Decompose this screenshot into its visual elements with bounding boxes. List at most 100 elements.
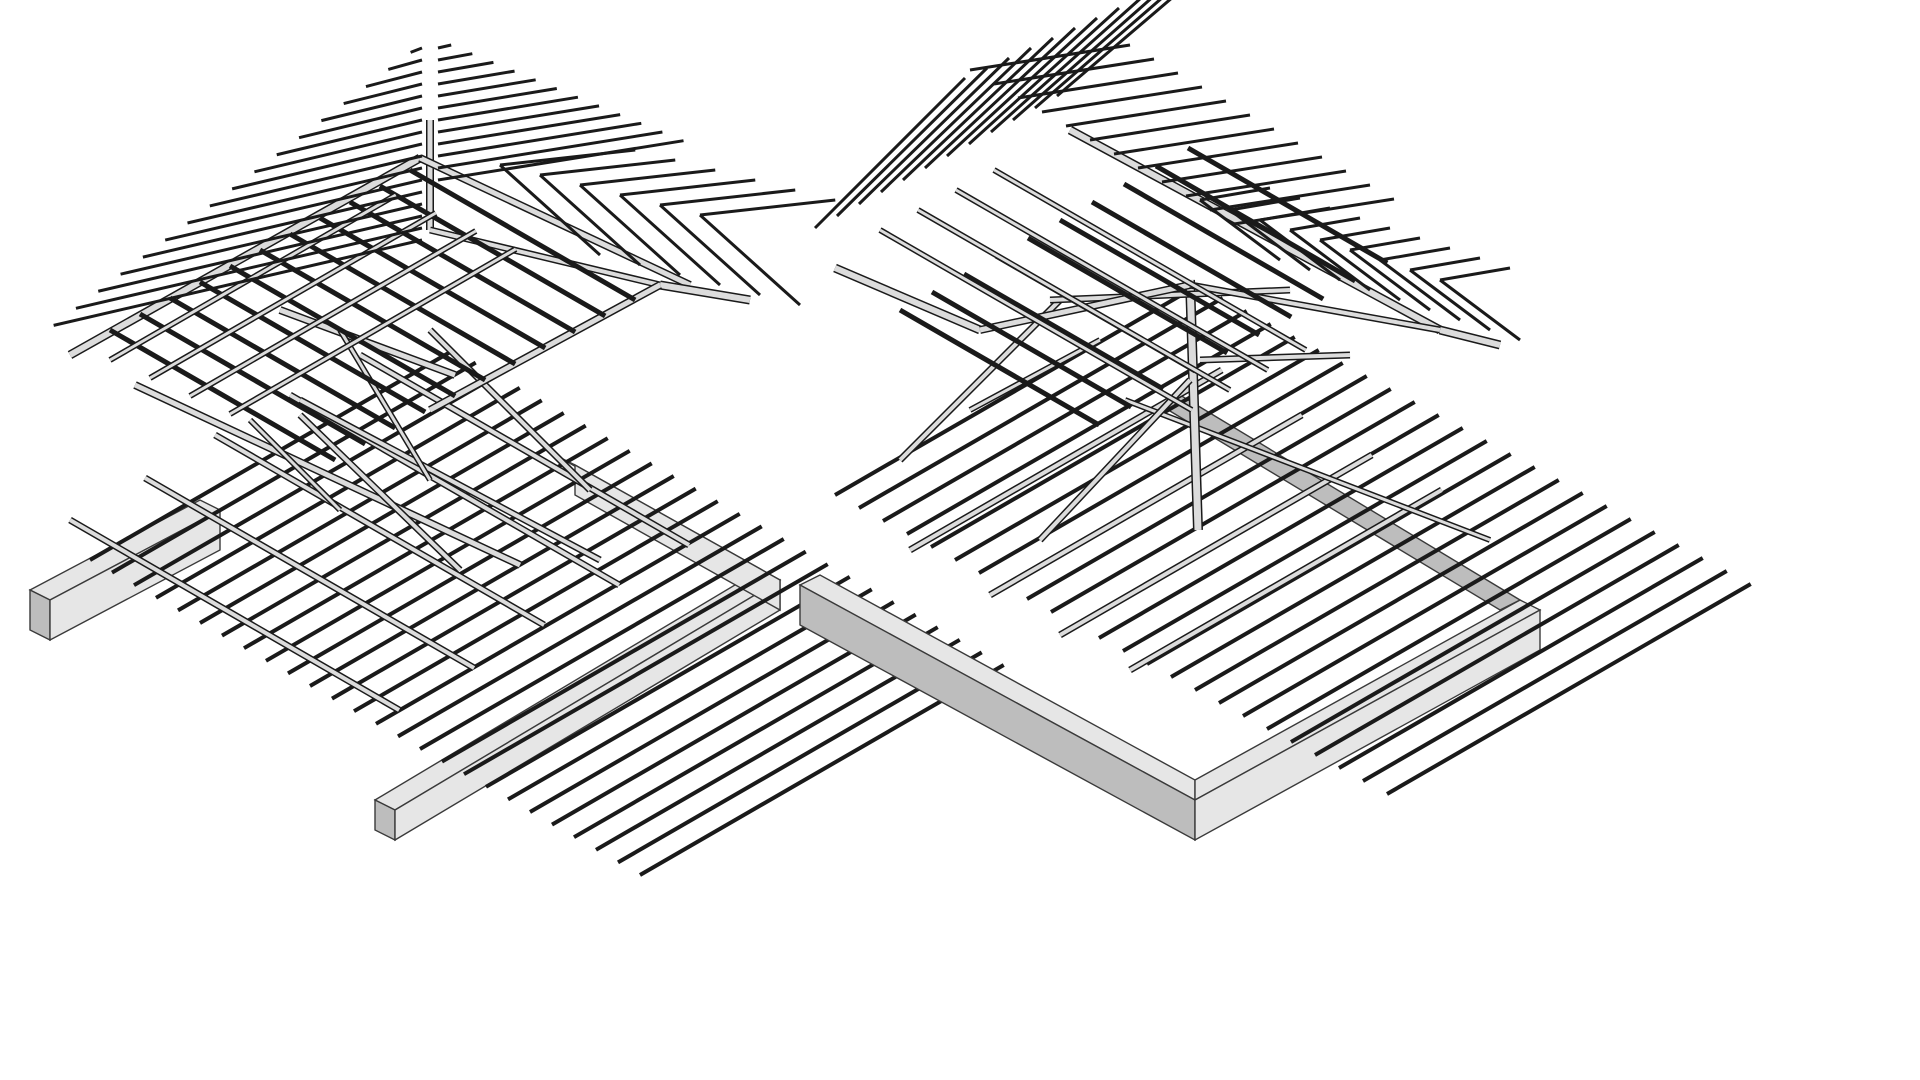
- right-joist-14: [1169, 465, 1536, 679]
- left-cross-beam-1-face: [143, 476, 476, 670]
- right-strut-left-1-face: [898, 298, 1062, 462]
- right-batten-diag-1-edge: [835, 66, 989, 218]
- left-batten-right-4: [437, 78, 536, 98]
- right-batten-chevron-b-4-edge: [1319, 226, 1391, 242]
- right-purlin-0: [878, 227, 1194, 413]
- right-batten-chevron-b-0-edge: [1199, 186, 1271, 202]
- right-batten-top-9-edge: [1185, 169, 1347, 198]
- left-batten-diag-4: [658, 203, 762, 297]
- left-purlin-2: [188, 228, 478, 399]
- left-batten-left-4: [321, 94, 423, 123]
- left-eave-beam-face: [659, 282, 751, 303]
- right-joist-20-edge: [1313, 543, 1680, 757]
- right-batten-top-5: [1089, 113, 1251, 142]
- right-rafter-8: [1154, 163, 1357, 284]
- right-rafter-2: [962, 271, 1165, 392]
- right-batten-chevron-b-2-edge: [1259, 206, 1331, 222]
- left-batten-diag-top-0: [499, 148, 636, 167]
- right-rafter-0-edge: [898, 307, 1101, 428]
- left-batten-left-0-edge: [410, 46, 423, 54]
- left-batten-right-11: [437, 139, 684, 182]
- right-rafter-5: [1058, 217, 1261, 338]
- left-upper-tie-beam: [278, 306, 457, 379]
- right-rafter-6: [1090, 199, 1293, 320]
- left-joist-18-edge: [484, 575, 851, 789]
- left-joist-3: [154, 386, 521, 600]
- left-rafter-3-edge: [198, 279, 427, 415]
- right-joist-9-edge: [1049, 400, 1416, 614]
- left-batten-diag-top-5-edge: [699, 198, 836, 217]
- right-eave-beam-right-face: [1439, 327, 1501, 348]
- left-batten-right-1-edge: [437, 52, 473, 62]
- left-batten-left-10-edge: [187, 166, 423, 225]
- right-batten-chevron-a-5: [1349, 248, 1431, 312]
- left-rafter-10: [408, 167, 637, 303]
- right-batten-top-0-edge: [969, 43, 1131, 72]
- left-purlin-3: [228, 246, 518, 417]
- left-rafter-9-edge: [378, 183, 607, 319]
- right-batten-top-3: [1041, 85, 1203, 114]
- right-batten-top-6-edge: [1113, 127, 1275, 156]
- right-cross-beams: [908, 366, 1492, 674]
- right-joist-5-edge: [953, 348, 1320, 562]
- right-joist-14-edge: [1169, 465, 1536, 679]
- right-cross-beam-1-face: [988, 413, 1303, 597]
- right-batten-top-5-edge: [1089, 113, 1251, 142]
- left-strut-4-face: [248, 418, 342, 512]
- right-rafter-4: [1026, 235, 1229, 356]
- right-joist-9: [1049, 400, 1416, 614]
- right-rafter-1: [930, 289, 1133, 410]
- left-joist-15: [418, 537, 785, 751]
- left-joist-10-edge: [308, 474, 675, 688]
- left-batten-left-6: [276, 118, 423, 157]
- right-rafter-7: [1122, 181, 1325, 302]
- right-joist-22-edge: [1361, 569, 1728, 783]
- left-batten-diag-5: [698, 213, 802, 307]
- left-batten-right-6: [437, 95, 579, 122]
- left-batten-left-9: [209, 154, 423, 208]
- right-joist-19-edge: [1289, 530, 1656, 744]
- right-joist-12: [1121, 439, 1488, 653]
- left-joist-16: [440, 549, 807, 764]
- right-batten-chevron-a-1-edge: [1229, 208, 1311, 272]
- right-batten-diag-9: [1012, 0, 1152, 122]
- left-batten-right-10-edge: [437, 130, 663, 170]
- left-batten-right-7: [437, 104, 600, 134]
- right-joist-16-edge: [1217, 491, 1584, 705]
- right-batten-diag-1: [835, 66, 989, 218]
- right-batten-diag-0: [813, 76, 967, 230]
- left-strut-3: [337, 328, 433, 482]
- left-joist-17: [462, 562, 829, 776]
- left-strut-3-face: [338, 329, 432, 481]
- right-batten-chevron-b-7-edge: [1409, 256, 1481, 272]
- right-batten-chevron-b-1-edge: [1229, 196, 1301, 212]
- right-rafter-7-edge: [1122, 181, 1325, 302]
- right-batten-diag-10: [1034, 0, 1162, 110]
- left-batten-left-12: [142, 190, 423, 259]
- left-joist-14: [396, 524, 763, 739]
- right-batten-top-3-edge: [1041, 85, 1203, 114]
- left-batten-left-8-edge: [231, 142, 423, 191]
- left-joist-10: [308, 474, 675, 688]
- left-purlin-1: [148, 210, 438, 381]
- left-batten-left-12-edge: [142, 190, 423, 259]
- right-joist-2: [881, 309, 1248, 523]
- right-batten-top-0: [969, 43, 1131, 72]
- right-wall-top-face-front: [798, 574, 1196, 802]
- right-batten-diag-8: [990, 0, 1142, 134]
- right-strut-left-2: [968, 337, 1102, 413]
- right-batten-diag-5: [923, 26, 1077, 170]
- right-rafter-1-edge: [930, 289, 1133, 410]
- right-batten-chevron-b-5-edge: [1349, 236, 1421, 252]
- left-batten-right-8-edge: [437, 113, 621, 146]
- left-joist-18: [484, 575, 851, 789]
- left-batten-right-9-edge: [437, 121, 642, 158]
- right-joist-1: [857, 296, 1224, 510]
- right-purlin-3: [992, 167, 1308, 353]
- right-batten-chevron-a-7-edge: [1409, 268, 1491, 332]
- left-batten-left-6-edge: [276, 118, 423, 157]
- right-joist-18: [1265, 517, 1632, 731]
- left-batten-right-2-edge: [437, 60, 494, 74]
- right-joist-5: [953, 348, 1320, 562]
